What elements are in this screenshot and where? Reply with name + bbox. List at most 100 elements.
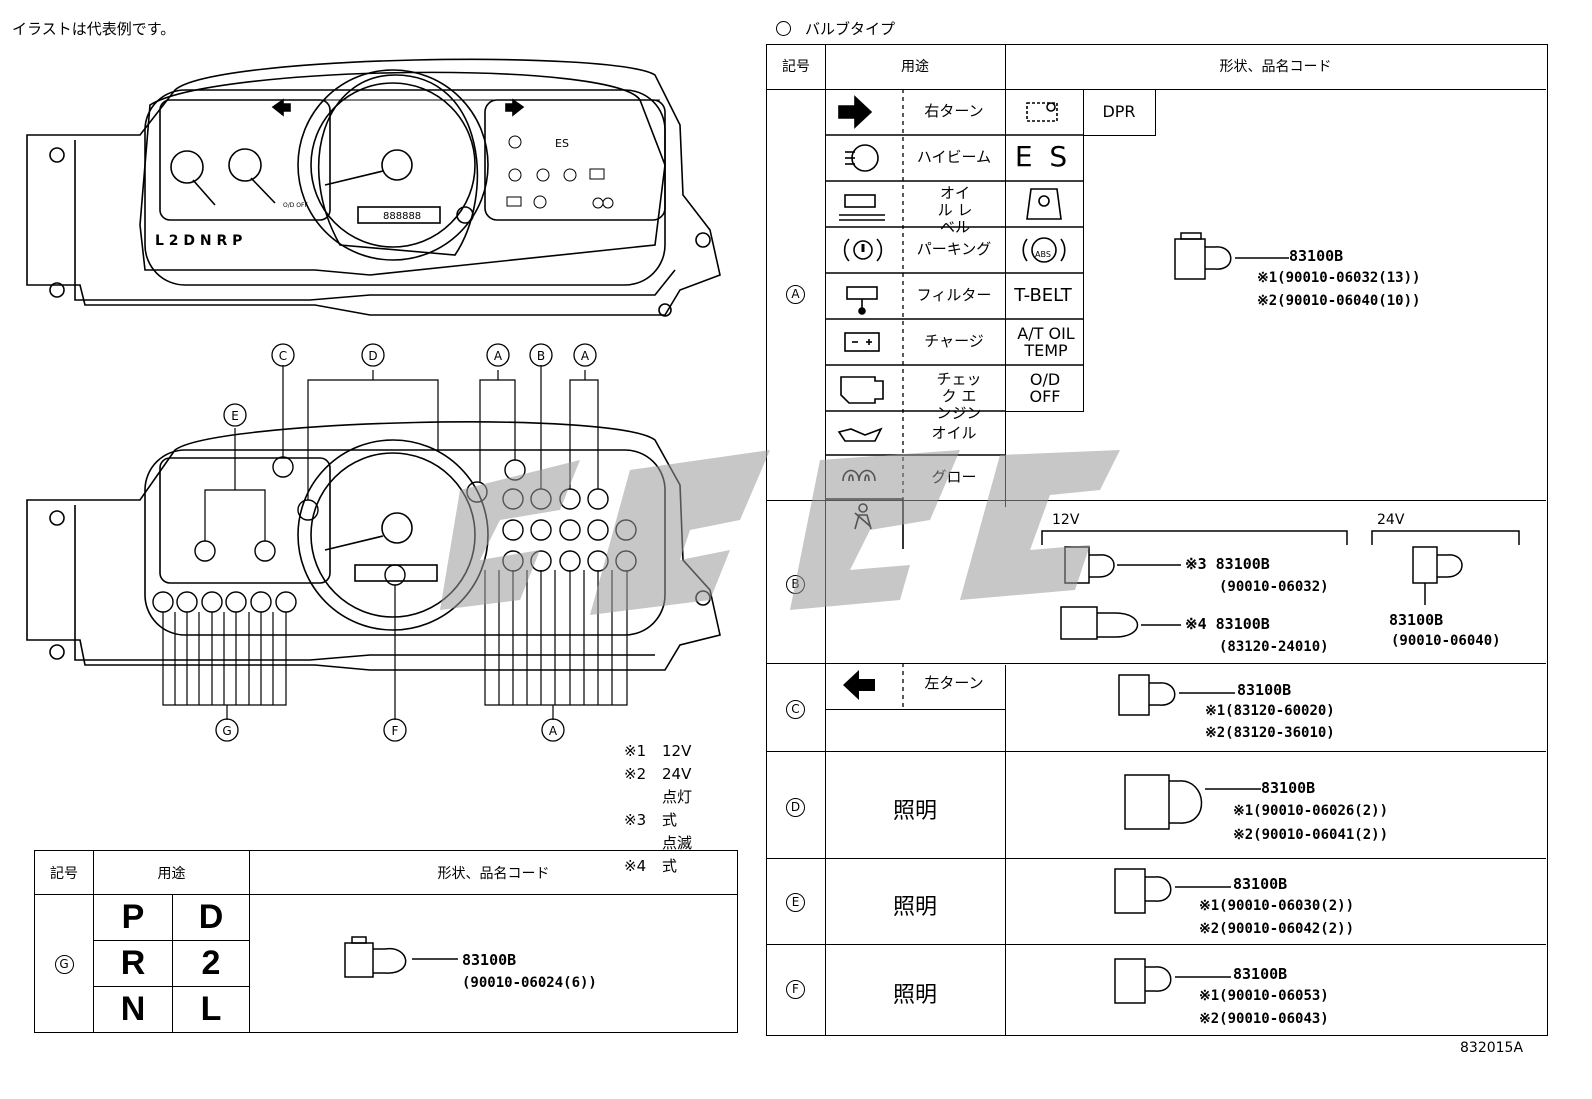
door-ajar-icon	[1026, 188, 1062, 220]
callout-a-2: A	[581, 349, 590, 363]
b-24v-part: 83100B	[1389, 611, 1444, 629]
letter-p: P	[93, 894, 173, 941]
use-illum-d: 照明	[892, 799, 937, 824]
dpr-label-cell: DPR	[1083, 89, 1156, 136]
c-code-1: ※1(83120-60020)	[1205, 703, 1335, 719]
bulb-c-icon	[1118, 674, 1235, 716]
section-c-usage: 左ターン	[825, 663, 1005, 710]
svg-text:ES: ES	[555, 137, 569, 150]
callout-f: F	[392, 724, 399, 738]
c-code-2: ※2(83120-36010)	[1205, 725, 1335, 741]
header-usage: 用途	[93, 850, 250, 895]
f-code-1: ※1(90010-06053)	[1199, 988, 1329, 1004]
shift-indicator-label: L 2 D N R P	[155, 233, 242, 249]
right-turn-icon	[838, 95, 873, 129]
b-12v-label: 12V	[1052, 512, 1080, 528]
callout-c: C	[279, 349, 287, 363]
mark-f: F	[786, 980, 805, 999]
dpr-icon	[1026, 102, 1058, 122]
use-charge: チャージ	[924, 332, 984, 350]
use-oil: オイル	[931, 424, 977, 442]
g-part-number: 83100B	[462, 951, 517, 969]
e-code-2: ※2(90010-06042(2))	[1199, 921, 1355, 937]
use-illum-e: 照明	[892, 895, 937, 920]
d-code-2: ※2(90010-06041(2))	[1233, 827, 1389, 843]
bulb-a-icon	[1174, 232, 1289, 280]
circle-bullet-icon	[776, 21, 791, 36]
document-number: 832015A	[1460, 1040, 1524, 1056]
abs-icon-label: ABS	[1035, 250, 1051, 259]
letter-n: N	[93, 986, 173, 1033]
bulb-e-icon	[1114, 868, 1231, 914]
a-part-number: 83100B	[1289, 247, 1344, 265]
abs-icon	[1022, 237, 1066, 263]
callout-a-3: A	[549, 724, 558, 738]
oil-pressure-icon	[837, 427, 883, 442]
use-right-turn: 右ターン	[924, 102, 984, 120]
b-note-4: ※4 83100B	[1185, 615, 1270, 633]
odometer-digits: 888888	[383, 211, 421, 222]
callout-e: E	[231, 409, 239, 423]
header-shape: 形状、品名コード	[249, 850, 738, 895]
letter-l: L	[172, 986, 250, 1033]
cluster-rear-diagram: C D E A B A G F A	[26, 343, 721, 742]
symbol-tbelt: T-BELT	[1014, 285, 1072, 306]
mark-d: D	[786, 798, 805, 817]
mark-e: E	[786, 893, 805, 912]
use-left-turn: 左ターン	[924, 674, 984, 692]
mark-c: C	[786, 700, 805, 719]
a-code-2: ※2(90010-06040(10))	[1257, 293, 1421, 309]
illustration-note: イラストは代表例です。	[12, 20, 176, 38]
wedge-bulb-g-icon	[344, 936, 458, 978]
b-code-3: (90010-06032)	[1219, 579, 1329, 595]
section-a-usage: 右ターン ハイビーム オイル レベル パーキング フィルター チャージ チェック…	[825, 89, 1005, 549]
bulb-b-flasher-icon	[1060, 606, 1181, 640]
b-code-4: (83120-24010)	[1219, 639, 1329, 655]
section-b-bulbs	[1041, 530, 1520, 640]
letter-r: R	[93, 940, 173, 987]
bulb-b-24v-icon	[1412, 546, 1463, 605]
c-part-number: 83100B	[1237, 681, 1292, 699]
d-part-number: 83100B	[1261, 779, 1316, 797]
b-24v-label: 24V	[1377, 512, 1405, 528]
parking-brake-icon	[843, 238, 883, 262]
e-part-number: 83100B	[1233, 875, 1288, 893]
use-high-beam: ハイビーム	[916, 148, 992, 166]
symbol-at-oil-temp: A/T OIL TEMP	[1017, 324, 1075, 360]
oil-level-icon	[839, 194, 885, 221]
mark-g: G	[54, 954, 74, 974]
bulb-d-icon	[1124, 774, 1261, 830]
od-off-label: O/D OFF	[283, 202, 308, 209]
use-parking: パーキング	[916, 240, 992, 258]
letter-2: 2	[172, 940, 250, 987]
mark-a: A	[786, 285, 805, 304]
g-code: (90010-06024(6))	[462, 975, 597, 991]
callout-d: D	[368, 349, 377, 363]
high-beam-icon	[845, 144, 879, 172]
check-engine-icon	[840, 376, 884, 404]
e-code-1: ※1(90010-06030(2))	[1199, 898, 1355, 914]
a-code-1: ※1(90010-06032(13))	[1257, 270, 1421, 286]
watermark-logo	[440, 450, 1120, 615]
use-illum-f: 照明	[892, 983, 937, 1008]
bulb-f-icon	[1114, 958, 1231, 1004]
filter-icon	[846, 286, 878, 315]
section-a-symbols: ABS E S T-BELT A/T OIL TEMP O/D OFF	[1005, 89, 1084, 412]
callout-b: B	[537, 349, 545, 363]
f-part-number: 83100B	[1233, 965, 1288, 983]
use-oil-level: オイル レベル	[937, 184, 973, 236]
header-usage-main: 用途	[825, 45, 1006, 90]
use-check-engine: チェック エンジン	[936, 370, 982, 422]
cluster-front-diagram: ES L 2 D N R P O/D OFF 888888	[26, 58, 721, 317]
b-note-3: ※3 83100B	[1185, 555, 1270, 573]
table-g: 記号 用途 形状、品名コード G P D 83100B (90010-06024…	[34, 850, 738, 1033]
letter-d: D	[172, 894, 250, 941]
d-code-1: ※1(90010-06026(2))	[1233, 803, 1389, 819]
symbol-dpr: DPR	[1102, 102, 1136, 121]
header-symbol-main: 記号	[767, 45, 826, 90]
use-filter: フィルター	[916, 286, 992, 304]
callout-a-1: A	[494, 349, 503, 363]
callout-g: G	[222, 724, 231, 738]
charge-icon	[844, 332, 880, 352]
